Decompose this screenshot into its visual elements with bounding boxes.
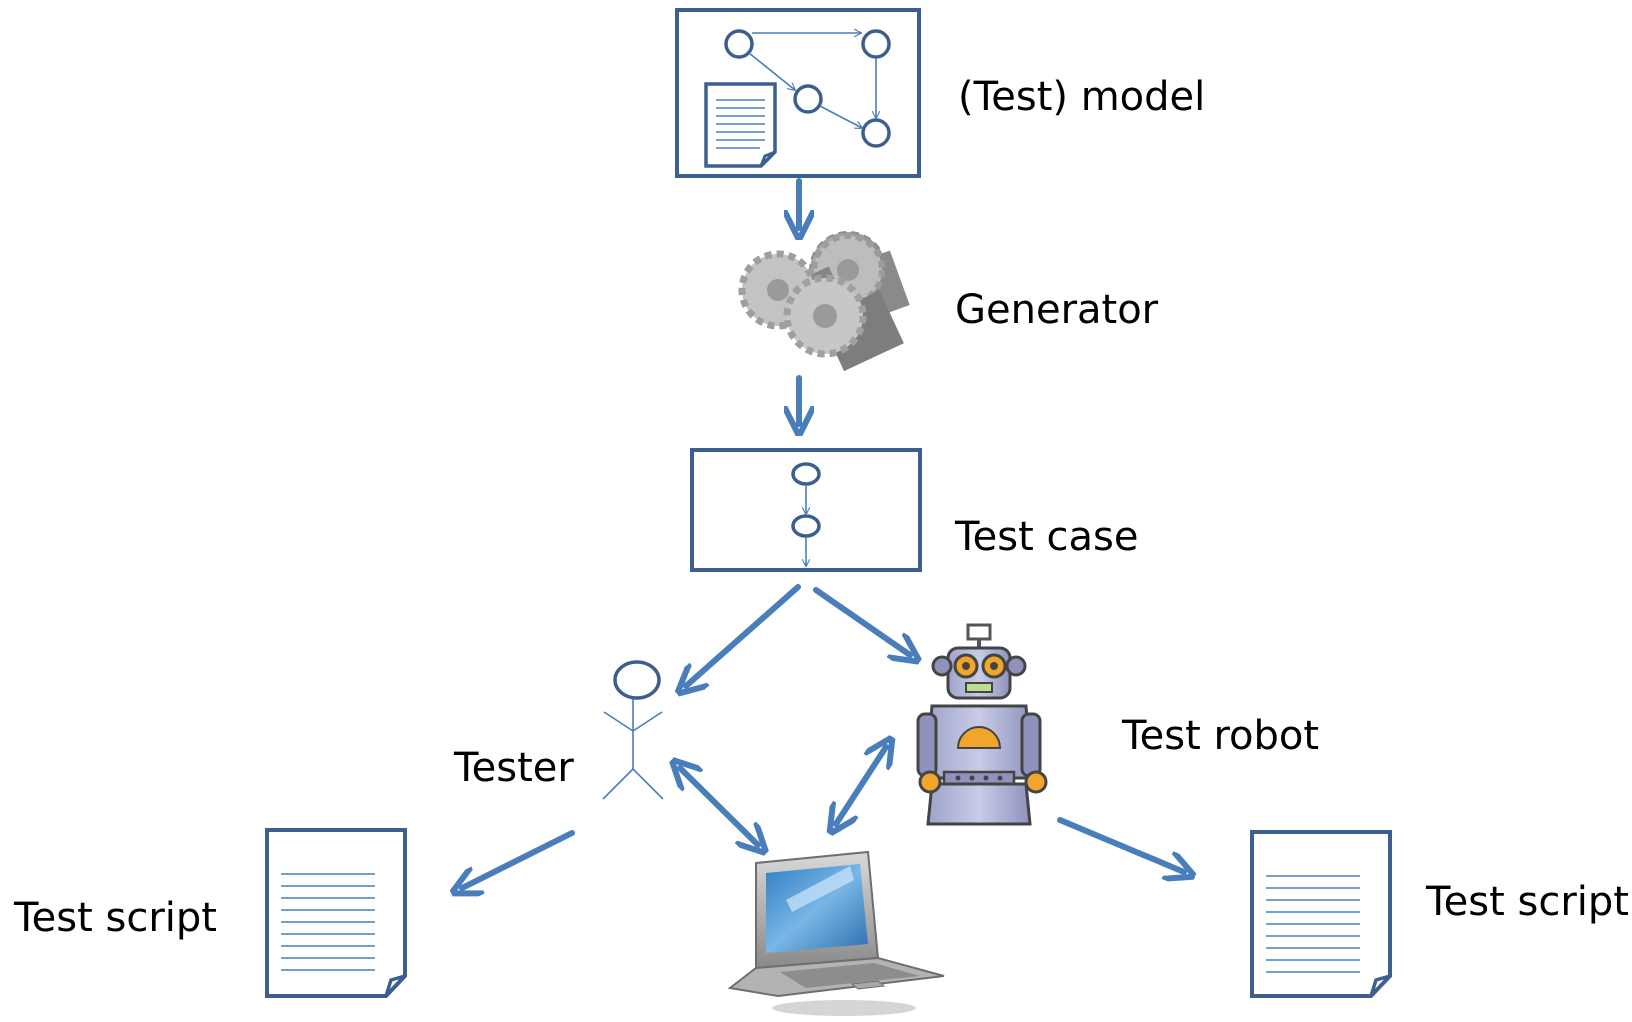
document-icon	[265, 828, 407, 998]
laptop-icon	[727, 850, 945, 1016]
test-script-left-label: Test script	[14, 895, 217, 941]
test-case-icon	[690, 448, 922, 572]
test-robot-label: Test robot	[1122, 713, 1320, 759]
arrow-tester-to-script	[462, 830, 575, 888]
document-icon	[1250, 830, 1392, 998]
robot-icon	[916, 623, 1048, 826]
document-icon	[704, 82, 777, 168]
arrow-test-case-to-tester	[686, 584, 801, 686]
model-label: (Test) model	[958, 74, 1206, 120]
tester-label: Tester	[454, 745, 574, 791]
test-script-right-label: Test script	[1426, 879, 1629, 925]
model-icon	[675, 8, 921, 178]
stick-figure-icon	[602, 660, 664, 800]
arrow-robot-to-script	[1057, 817, 1184, 872]
arrow-robot-laptop	[836, 747, 886, 824]
test-case-label: Test case	[955, 514, 1139, 560]
gears-icon	[738, 231, 910, 372]
arrow-tester-laptop	[680, 768, 758, 845]
arrow-test-case-to-robot	[813, 587, 910, 655]
generator-label: Generator	[955, 287, 1159, 333]
